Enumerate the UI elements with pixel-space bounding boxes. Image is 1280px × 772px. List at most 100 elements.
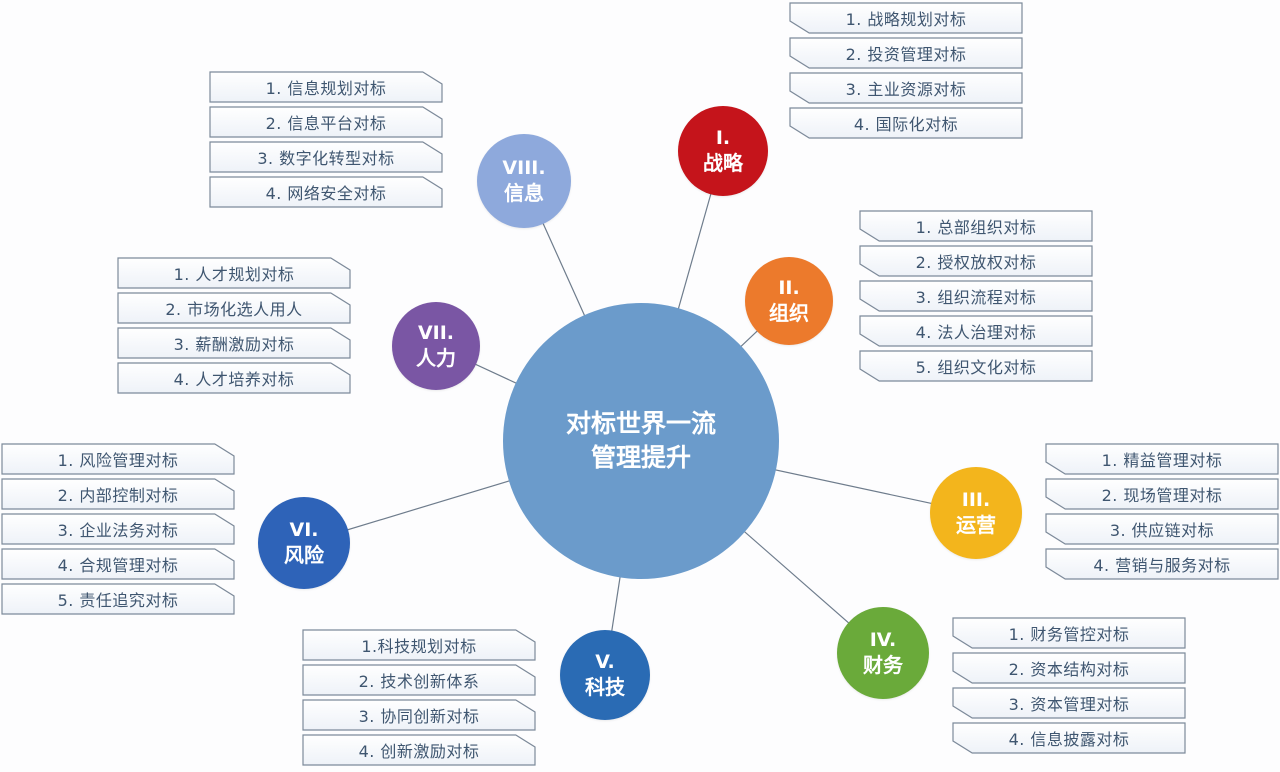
- benchmark-item: 2. 现场管理对标: [1045, 478, 1279, 510]
- benchmark-item: 1. 总部组织对标: [859, 210, 1093, 242]
- benchmark-item: 1. 财务管控对标: [952, 617, 1186, 649]
- benchmark-item: 2. 技术创新体系: [302, 664, 536, 696]
- item-label: 5. 组织文化对标: [915, 358, 1037, 377]
- item-box-shape: [952, 617, 1186, 649]
- node-number: VIII.: [502, 157, 546, 179]
- item-box-shape: [302, 699, 536, 731]
- item-label: 4. 创新激励对标: [358, 742, 480, 761]
- item-box-shape: [952, 722, 1186, 754]
- item-label: 3. 资本管理对标: [1008, 695, 1130, 714]
- benchmark-item: 4. 法人治理对标: [859, 315, 1093, 347]
- item-label: 3. 薪酬激励对标: [173, 335, 295, 354]
- item-label: 3. 组织流程对标: [915, 288, 1037, 307]
- item-box-shape: [117, 257, 351, 289]
- node-technology: V. 科技: [560, 630, 650, 720]
- benchmark-item: 2. 资本结构对标: [952, 652, 1186, 684]
- node-number: VII.: [417, 322, 455, 344]
- item-label: 4. 网络安全对标: [265, 184, 387, 203]
- benchmark-item: 3. 主业资源对标: [789, 72, 1023, 104]
- benchmark-item: 4. 网络安全对标: [209, 176, 443, 208]
- item-box-shape: [952, 652, 1186, 684]
- item-label: 2. 资本结构对标: [1008, 660, 1130, 679]
- benchmark-item: 5. 责任追究对标: [1, 583, 235, 615]
- benchmark-item: 1. 人才规划对标: [117, 257, 351, 289]
- item-label: 4. 法人治理对标: [915, 323, 1037, 342]
- benchmark-item: 2. 投资管理对标: [789, 37, 1023, 69]
- benchmark-item: 3. 供应链对标: [1045, 513, 1279, 545]
- item-label: 2. 现场管理对标: [1101, 486, 1223, 505]
- item-box-shape: [302, 664, 536, 696]
- item-box-shape: [1045, 443, 1279, 475]
- item-box-shape: [789, 72, 1023, 104]
- benchmark-item: 3. 组织流程对标: [859, 280, 1093, 312]
- item-label: 2. 授权放权对标: [915, 253, 1037, 272]
- node-number: I.: [715, 127, 731, 149]
- item-box-shape: [1, 478, 235, 510]
- item-box-shape: [209, 141, 443, 173]
- item-label: 1. 战略规划对标: [845, 10, 967, 29]
- node-label: 财务: [863, 653, 903, 677]
- item-box-shape: [302, 734, 536, 766]
- benchmark-item: 2. 市场化选人用人: [117, 292, 351, 324]
- item-box-shape: [302, 629, 536, 661]
- benchmark-item: 1. 精益管理对标: [1045, 443, 1279, 475]
- item-label: 4. 合规管理对标: [57, 556, 179, 575]
- items-finance: 1. 财务管控对标 2. 资本结构对标 3. 资本管理对标: [952, 617, 1186, 758]
- item-label: 3. 数字化转型对标: [257, 149, 395, 168]
- item-box-shape: [209, 176, 443, 208]
- benchmark-item: 2. 信息平台对标: [209, 106, 443, 138]
- node-label: 风险: [284, 543, 324, 567]
- benchmark-item: 3. 企业法务对标: [1, 513, 235, 545]
- item-box-shape: [952, 687, 1186, 719]
- benchmark-item: 1.科技规划对标: [302, 629, 536, 661]
- item-box-shape: [1045, 478, 1279, 510]
- item-box-shape: [789, 107, 1023, 139]
- node-number: II.: [778, 277, 800, 299]
- item-box-shape: [1, 583, 235, 615]
- node-label: 运营: [956, 513, 996, 537]
- node-organization: II. 组织: [745, 257, 833, 345]
- node-finance: IV. 财务: [837, 607, 929, 699]
- item-box-shape: [1, 548, 235, 580]
- item-label: 1. 风险管理对标: [57, 451, 179, 470]
- item-label: 3. 供应链对标: [1109, 521, 1215, 540]
- center-title-line2: 管理提升: [590, 443, 691, 472]
- item-label: 2. 投资管理对标: [845, 45, 967, 64]
- node-number: III.: [961, 489, 991, 511]
- node-label: 人力: [416, 346, 456, 370]
- item-label: 1. 财务管控对标: [1008, 625, 1130, 644]
- item-box-shape: [859, 210, 1093, 242]
- node-label: 科技: [585, 675, 625, 699]
- items-operations: 1. 精益管理对标 2. 现场管理对标 3. 供应链对标: [1045, 443, 1279, 584]
- items-technology: 1.科技规划对标 2. 技术创新体系 3. 协同创新对标: [302, 629, 536, 770]
- benchmark-item: 1. 战略规划对标: [789, 2, 1023, 34]
- benchmark-item: 4. 创新激励对标: [302, 734, 536, 766]
- item-box-shape: [1045, 513, 1279, 545]
- item-label: 1. 总部组织对标: [915, 218, 1037, 237]
- item-label: 1.科技规划对标: [361, 637, 477, 656]
- item-box-shape: [209, 71, 443, 103]
- item-label: 4. 营销与服务对标: [1093, 556, 1231, 575]
- item-box-shape: [209, 106, 443, 138]
- item-box-shape: [1, 513, 235, 545]
- item-label: 4. 国际化对标: [853, 115, 959, 134]
- benchmark-item: 3. 薪酬激励对标: [117, 327, 351, 359]
- benchmark-item: 4. 合规管理对标: [1, 548, 235, 580]
- item-box-shape: [1045, 548, 1279, 580]
- node-label: 战略: [703, 151, 743, 175]
- item-label: 4. 信息披露对标: [1008, 730, 1130, 749]
- node-operations: III. 运营: [930, 467, 1022, 559]
- item-label: 2. 信息平台对标: [265, 114, 387, 133]
- items-information: 1. 信息规划对标 2. 信息平台对标 3. 数字化转型对标: [209, 71, 443, 212]
- benchmark-item: 1. 风险管理对标: [1, 443, 235, 475]
- node-risk: VI. 风险: [258, 497, 350, 589]
- benchmark-item: 5. 组织文化对标: [859, 350, 1093, 382]
- node-information: VIII. 信息: [477, 134, 571, 228]
- item-label: 3. 企业法务对标: [57, 521, 179, 540]
- item-box-shape: [859, 350, 1093, 382]
- node-strategy: I. 战略: [678, 106, 768, 196]
- item-label: 1. 信息规划对标: [265, 79, 387, 98]
- items-strategy: 1. 战略规划对标 2. 投资管理对标 3. 主业资源对标: [789, 2, 1023, 143]
- node-hr: VII. 人力: [392, 302, 480, 390]
